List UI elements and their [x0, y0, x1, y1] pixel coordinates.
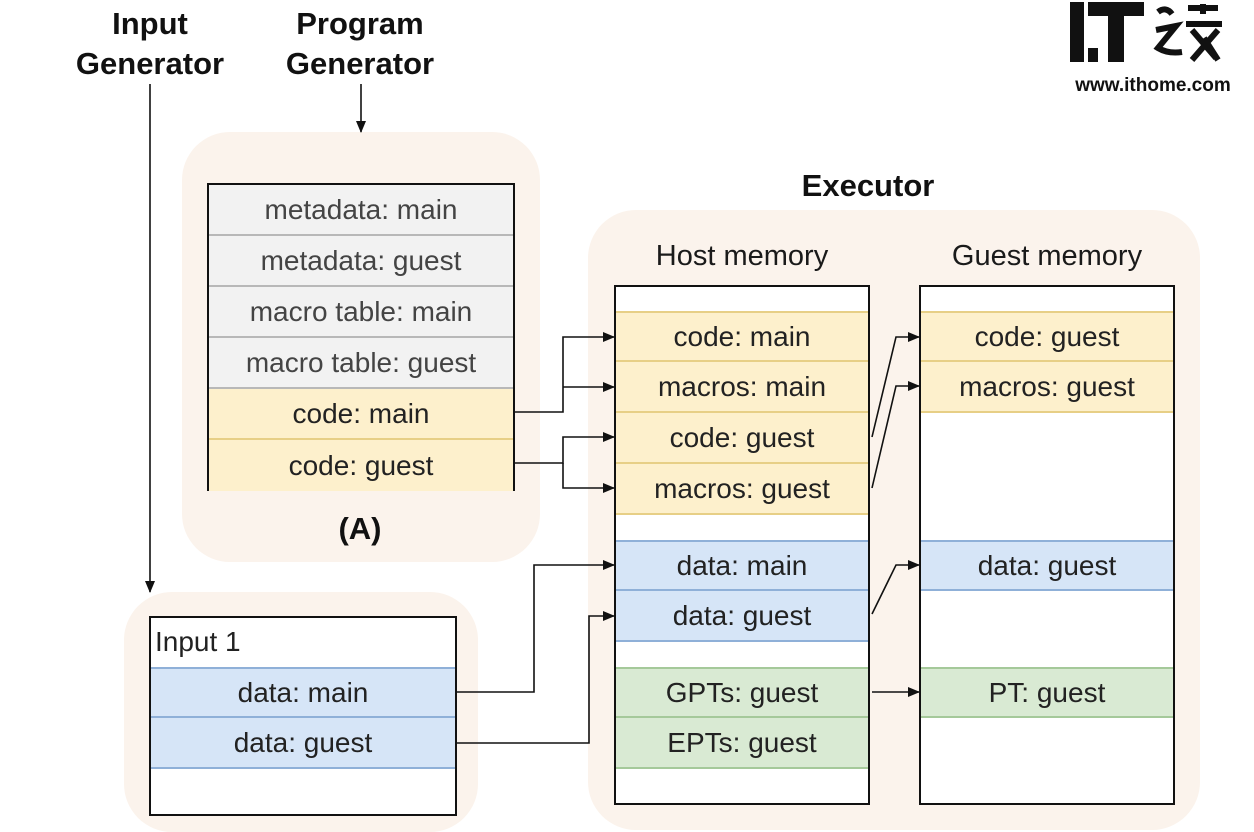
host-code-row: macros: main — [616, 362, 868, 413]
host-code-row: code: guest — [616, 413, 868, 464]
host-memory-box: code: main macros: main code: guest macr… — [614, 285, 870, 805]
code-main-to-host-arrow — [515, 332, 615, 413]
program-row: metadata: main — [209, 185, 513, 236]
host-pt-row: GPTs: guest — [616, 667, 868, 718]
host-data-row: data: main — [616, 540, 868, 591]
program-row: code: main — [209, 389, 513, 440]
input-data-main-arrow — [457, 560, 615, 693]
program-generator-heading: Program Generator — [285, 6, 435, 81]
host-pt-row: EPTs: guest — [616, 718, 868, 769]
input-generator-heading: Input Generator — [75, 6, 225, 81]
host-code-row: macros: guest — [616, 464, 868, 515]
input-title: Input 1 — [155, 626, 241, 657]
label-a: (A) — [338, 511, 382, 546]
ithome-logo-mark — [1070, 2, 1222, 62]
connector-arrows — [145, 84, 920, 744]
program-row: macro table: main — [209, 287, 513, 338]
host-macros-guest-to-guest-arrow — [871, 381, 920, 489]
input-row: data: guest — [151, 718, 455, 769]
code-guest-to-host-arrow — [515, 432, 615, 464]
guest-code-row: macros: guest — [921, 362, 1173, 413]
host-data-row: data: guest — [616, 591, 868, 642]
program-row: metadata: guest — [209, 236, 513, 287]
program-row: code: guest — [209, 440, 513, 491]
ithome-url[interactable]: www.ithome.com — [1075, 75, 1231, 96]
guest-data-row: data: guest — [921, 540, 1173, 591]
executor-heading: Executor — [801, 168, 935, 203]
guest-code-row: code: guest — [921, 311, 1173, 362]
host-code-guest-to-guest-arrow — [871, 332, 920, 438]
guest-memory-title: Guest memory — [951, 240, 1143, 272]
code-guest-to-macros-arrow — [562, 463, 615, 493]
host-code-row: code: main — [616, 311, 868, 362]
host-memory-title: Host memory — [655, 240, 829, 272]
host-data-guest-to-guest-arrow — [871, 560, 920, 615]
guest-memory-box: code: guest macros: guest data: guest PT… — [919, 285, 1175, 805]
input-data-guest-arrow — [457, 611, 615, 744]
program-box: metadata: main metadata: guest macro tab… — [207, 183, 515, 491]
input-row: data: main — [151, 667, 455, 718]
guest-pt-row: PT: guest — [921, 667, 1173, 718]
program-row: macro table: guest — [209, 338, 513, 389]
ithome-logo: www.ithome.com — [1068, 0, 1238, 100]
